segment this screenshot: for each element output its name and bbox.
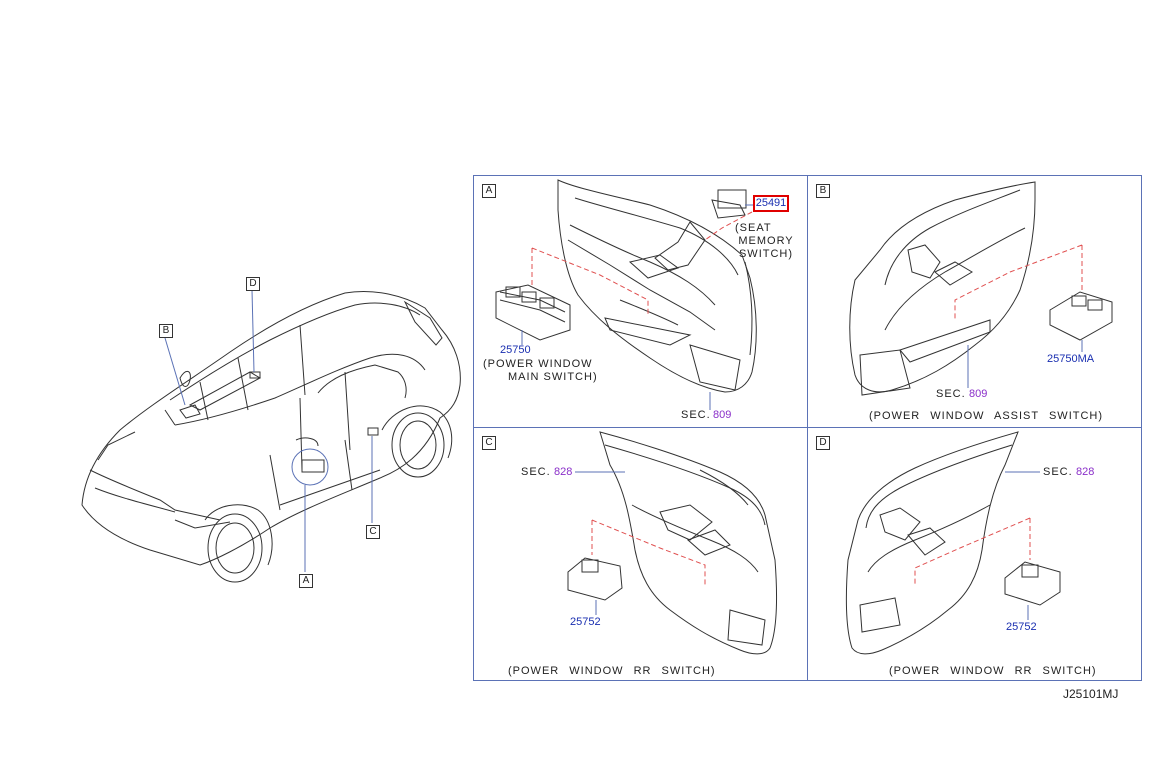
part-number-main-switch[interactable]: 25750 [500, 344, 531, 356]
part-number-rr-switch-d[interactable]: 25752 [1006, 621, 1037, 633]
seat-memory-switch-label: (SEAT MEMORY SWITCH) [730, 222, 802, 261]
panel-frames [473, 175, 1142, 681]
panel-a-sec-number[interactable]: 809 [713, 409, 732, 421]
panel-b-description: (POWER WINDOW ASSIST SWITCH) [869, 410, 1104, 422]
panel-b-tag: B [816, 184, 830, 198]
vehicle-illustration [81, 289, 461, 583]
panel-a-drawing [495, 179, 757, 410]
seat-memory-desc-1: (SEAT [735, 222, 772, 234]
panel-a-tag: A [482, 184, 496, 198]
panel-d-description: (POWER WINDOW RR SWITCH) [889, 665, 1097, 677]
main-switch-desc-2: MAIN SWITCH) [508, 371, 598, 383]
part-number-rr-switch-c[interactable]: 25752 [570, 616, 601, 628]
panel-d-tag: D [816, 436, 830, 450]
car-callout-c[interactable]: C [366, 525, 380, 539]
diagram-code: J25101MJ [1063, 687, 1119, 701]
panel-c-sec-number[interactable]: 828 [554, 466, 573, 478]
panel-a-sec-label: SEC. [681, 409, 711, 421]
panel-d-drawing [845, 431, 1061, 655]
car-callout-a[interactable]: A [299, 574, 313, 588]
panel-d-sec-label: SEC. [1043, 466, 1073, 478]
seat-memory-desc-3: SWITCH) [738, 248, 794, 260]
panel-b-sec-label: SEC. [936, 388, 966, 400]
part-number-seat-memory[interactable]: 25491 [755, 197, 787, 209]
panel-b-sec-number[interactable]: 809 [969, 388, 988, 400]
panel-c-description: (POWER WINDOW RR SWITCH) [508, 665, 716, 677]
part-number-assist-switch[interactable]: 25750MA [1047, 353, 1095, 365]
car-callout-d[interactable]: D [246, 277, 260, 291]
part-number-25491-highlight[interactable]: 25491 [753, 195, 789, 212]
panel-c-drawing [567, 431, 778, 655]
car-callout-b[interactable]: B [159, 324, 173, 338]
panel-c-tag: C [482, 436, 496, 450]
main-switch-desc-1: (POWER WINDOW [483, 358, 593, 370]
panel-b-drawing [849, 181, 1113, 396]
panel-d-sec-number[interactable]: 828 [1076, 466, 1095, 478]
panel-c-sec-label: SEC. [521, 466, 551, 478]
seat-memory-desc-2: MEMORY [738, 235, 794, 247]
